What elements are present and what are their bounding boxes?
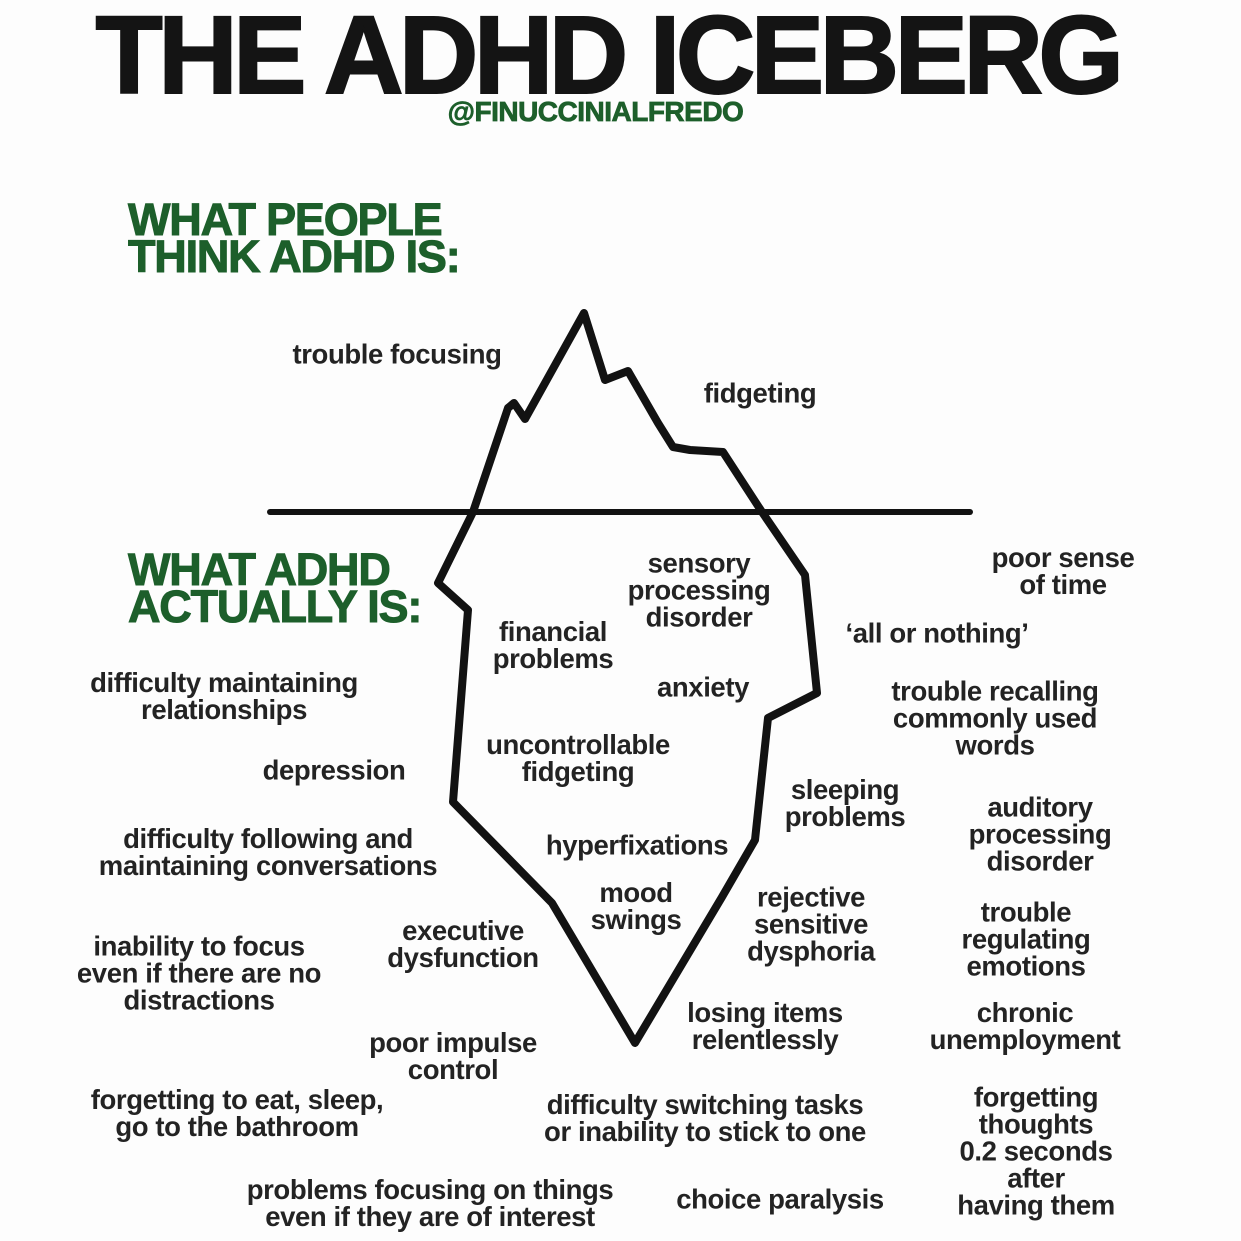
symptom-label: sleeping problems xyxy=(784,774,906,832)
heading-what-adhd-actually-is: WHAT ADHD ACTUALLY IS: xyxy=(127,544,422,632)
symptom-label: uncontrollable fidgeting xyxy=(486,729,670,787)
author-credit: @FINUCCINIALFREDO xyxy=(447,96,744,128)
symptom-label: poor impulse control xyxy=(369,1027,537,1085)
symptom-label: inability to focus even if there are no … xyxy=(76,930,322,1016)
symptom-label: financial problems xyxy=(492,616,614,674)
symptom-label: hyperfixations xyxy=(545,829,729,861)
symptom-label: losing items relentlessly xyxy=(687,997,843,1055)
symptom-label: trouble recalling commonly used words xyxy=(891,675,1099,761)
symptom-label: choice paralysis xyxy=(676,1183,884,1215)
symptom-label: sensory processing disorder xyxy=(627,547,771,633)
symptom-label: trouble regulating emotions xyxy=(961,896,1091,982)
symptom-label: rejective sensitive dysphoria xyxy=(747,881,875,967)
symptom-label: ‘all or nothing’ xyxy=(845,617,1029,649)
symptom-label: mood swings xyxy=(590,877,682,935)
symptom-label: auditory processing disorder xyxy=(968,791,1112,877)
symptom-label: trouble focusing xyxy=(292,338,502,370)
symptom-label: problems focusing on things even if they… xyxy=(246,1174,614,1232)
symptom-label: forgetting to eat, sleep, go to the bath… xyxy=(90,1084,384,1142)
symptom-label: difficulty switching tasks or inability … xyxy=(544,1089,866,1147)
heading-what-people-think-adhd-is: WHAT PEOPLE THINK ADHD IS: xyxy=(128,194,462,282)
symptom-label: forgetting thoughts 0.2 seconds after ha… xyxy=(957,1081,1115,1221)
symptom-label: fidgeting xyxy=(703,377,817,409)
symptom-label: depression xyxy=(262,754,406,786)
symptom-label: difficulty following and maintaining con… xyxy=(98,823,438,881)
symptom-label: chronic unemployment xyxy=(929,997,1121,1055)
symptom-label: executive dysfunction xyxy=(387,915,539,973)
symptom-label: anxiety xyxy=(657,671,749,703)
symptom-label: poor sense of time xyxy=(991,542,1135,600)
symptom-label: difficulty maintaining relationships xyxy=(90,667,358,725)
page-title: THE ADHD ICEBERG xyxy=(95,0,1125,118)
